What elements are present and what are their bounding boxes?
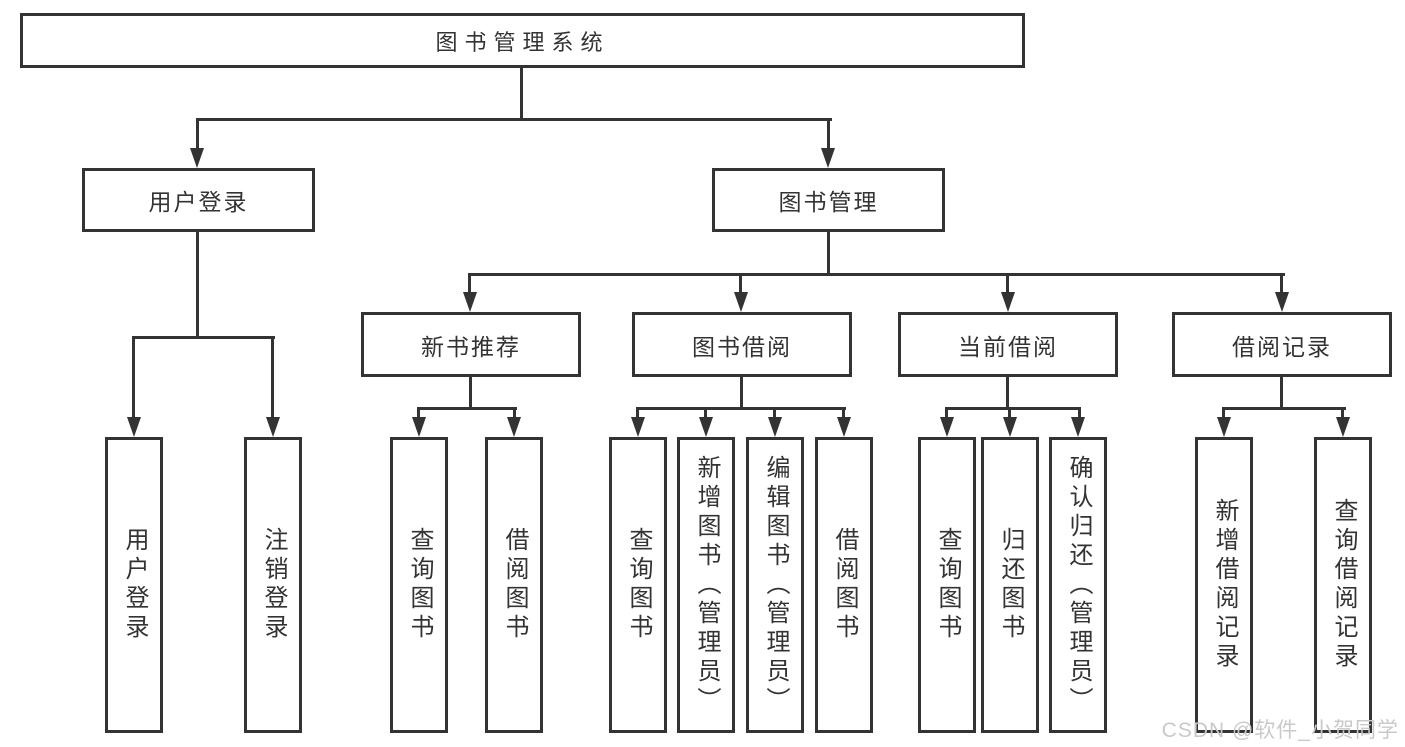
- leaf-edit-books-admin: 编辑图书（管理员）: [746, 437, 804, 733]
- leaf-borrow-query-books-label: 查询图书: [625, 527, 652, 643]
- connector-line: [132, 336, 275, 339]
- arrowhead-down-icon: [940, 417, 954, 437]
- connector-line: [271, 336, 274, 419]
- leaf-add-borrow-record-label: 新增借阅记录: [1211, 498, 1238, 672]
- leaf-recommend-query-books-label: 查询图书: [406, 527, 433, 643]
- leaf-current-query-books: 查询图书: [918, 437, 976, 733]
- leaf-query-borrow-record-label: 查询借阅记录: [1330, 498, 1357, 672]
- arrowhead-down-icon: [734, 292, 748, 312]
- node-new-book-recommend: 新书推荐: [361, 312, 581, 377]
- node-borrow-records: 借阅记录: [1172, 312, 1392, 377]
- node-book-management-label: 图书管理: [778, 189, 879, 215]
- arrowhead-down-icon: [463, 292, 477, 312]
- arrowhead-down-icon: [1336, 417, 1350, 437]
- connector-line: [1280, 377, 1283, 409]
- connector-line: [196, 118, 832, 121]
- connector-line: [196, 232, 199, 337]
- leaf-recommend-borrow-books: 借阅图书: [485, 437, 543, 733]
- arrowhead-down-icon: [190, 148, 204, 168]
- node-book-management: 图书管理: [712, 168, 945, 232]
- connector-line: [1341, 407, 1344, 421]
- leaf-add-books-admin: 新增图书（管理员）: [677, 437, 735, 733]
- connector-line: [1006, 377, 1009, 409]
- leaf-user-login-label: 用户登录: [121, 527, 148, 643]
- connector-line: [636, 407, 639, 421]
- leaf-borrow-query-books: 查询图书: [609, 437, 667, 733]
- leaf-return-books: 归还图书: [981, 437, 1039, 733]
- connector-line: [520, 67, 523, 119]
- leaf-borrow-books-label: 借阅图书: [831, 527, 858, 643]
- leaf-query-borrow-record: 查询借阅记录: [1314, 437, 1372, 733]
- connector-line: [417, 407, 420, 421]
- arrowhead-down-icon: [1003, 417, 1017, 437]
- connector-line: [827, 118, 830, 152]
- connector-line: [417, 407, 517, 410]
- arrowhead-down-icon: [821, 148, 835, 168]
- arrowhead-down-icon: [1275, 292, 1289, 312]
- arrowhead-down-icon: [631, 417, 645, 437]
- leaf-recommend-borrow-books-label: 借阅图书: [501, 527, 528, 643]
- connector-line: [636, 407, 846, 410]
- connector-line: [827, 232, 830, 276]
- leaf-borrow-books: 借阅图书: [815, 437, 873, 733]
- leaf-add-borrow-record: 新增借阅记录: [1195, 437, 1253, 733]
- connector-line: [1078, 407, 1081, 421]
- arrowhead-down-icon: [699, 417, 713, 437]
- connector-line: [740, 377, 743, 409]
- leaf-logout-label: 注销登录: [260, 527, 287, 643]
- csdn-watermark: CSDN @软件_小贺同学: [1161, 719, 1399, 742]
- leaf-current-query-books-label: 查询图书: [934, 527, 961, 643]
- arrowhead-down-icon: [127, 417, 141, 437]
- arrowhead-down-icon: [1071, 417, 1085, 437]
- connector-line: [132, 336, 135, 419]
- arrowhead-down-icon: [412, 417, 426, 437]
- arrowhead-down-icon: [1001, 292, 1015, 312]
- connector-line: [513, 407, 516, 421]
- connector-line: [773, 407, 776, 421]
- arrowhead-down-icon: [507, 417, 521, 437]
- connector-line: [945, 407, 948, 421]
- connector-line: [1008, 407, 1011, 421]
- arrowhead-down-icon: [768, 417, 782, 437]
- connector-line: [468, 273, 1285, 276]
- connector-line: [469, 377, 472, 409]
- connector-line: [1222, 407, 1346, 410]
- leaf-add-books-admin-label: 新增图书（管理员）: [693, 454, 720, 716]
- connector-line: [196, 118, 199, 152]
- leaf-confirm-return-admin-label: 确认归还（管理员）: [1065, 454, 1092, 716]
- connector-line: [1280, 273, 1283, 297]
- node-borrow-records-label: 借阅记录: [1232, 333, 1332, 360]
- connector-line: [1006, 273, 1009, 297]
- connector-line: [842, 407, 845, 421]
- leaf-confirm-return-admin: 确认归还（管理员）: [1049, 437, 1107, 733]
- leaf-edit-books-admin-label: 编辑图书（管理员）: [762, 454, 789, 716]
- node-book-borrow: 图书借阅: [632, 312, 852, 377]
- node-new-book-recommend-label: 新书推荐: [421, 333, 521, 360]
- node-user-login: 用户登录: [82, 168, 315, 232]
- connector-line: [1222, 407, 1225, 421]
- leaf-user-login: 用户登录: [105, 437, 163, 733]
- node-root: 图书管理系统: [20, 13, 1025, 68]
- connector-line: [739, 273, 742, 297]
- connector-line: [468, 273, 471, 297]
- node-current-borrow-label: 当前借阅: [958, 333, 1058, 360]
- arrowhead-down-icon: [1217, 417, 1231, 437]
- leaf-return-books-label: 归还图书: [997, 527, 1024, 643]
- node-current-borrow: 当前借阅: [898, 312, 1118, 377]
- node-book-borrow-label: 图书借阅: [692, 333, 792, 360]
- connector-line: [945, 407, 1081, 410]
- arrowhead-down-icon: [837, 417, 851, 437]
- leaf-logout: 注销登录: [244, 437, 302, 733]
- leaf-recommend-query-books: 查询图书: [390, 437, 448, 733]
- connector-line: [704, 407, 707, 421]
- arrowhead-down-icon: [266, 417, 280, 437]
- node-user-login-label: 用户登录: [148, 189, 249, 215]
- node-root-label: 图书管理系统: [435, 29, 610, 55]
